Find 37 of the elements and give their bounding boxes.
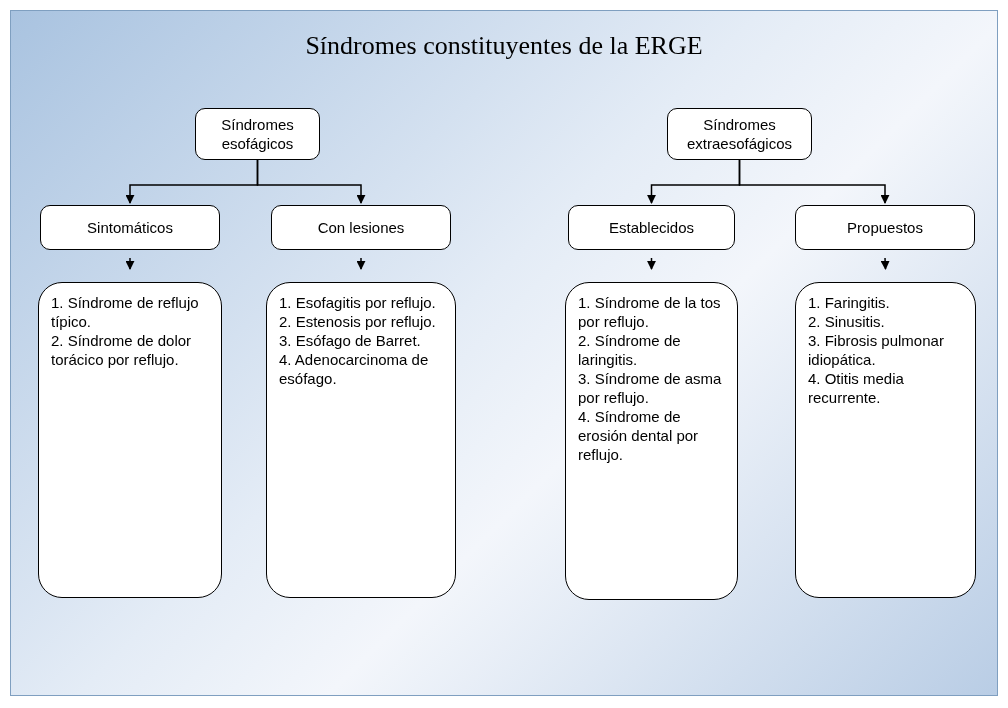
list-item: 1. Síndrome de la tos por reflujo. bbox=[578, 293, 722, 331]
list-box bbox=[266, 282, 456, 598]
category-box bbox=[795, 205, 975, 250]
list-item: 1. Esofagitis por reflujo. bbox=[279, 293, 436, 312]
box-label: Sintomáticos bbox=[87, 218, 173, 237]
list-item: 4. Otitis media recurrente. bbox=[808, 369, 905, 407]
list-item: 3. Fibrosis pulmonar idiopática. bbox=[808, 331, 945, 369]
list-item: 1. Síndrome de reflujo típico. bbox=[51, 293, 200, 331]
list-box bbox=[565, 282, 738, 600]
list-item: 2. Sinusitis. bbox=[808, 312, 885, 331]
category-box bbox=[271, 205, 451, 250]
category-box bbox=[568, 205, 735, 250]
list-box bbox=[38, 282, 222, 598]
box-label: Propuestos bbox=[847, 218, 923, 237]
list-item: 3. Síndrome de asma por reflujo. bbox=[578, 369, 723, 407]
category-box bbox=[667, 108, 812, 160]
box-label: Establecidos bbox=[608, 218, 695, 237]
list-item: 4. Síndrome de erosión dental por reflujo. bbox=[578, 407, 700, 464]
arrow bbox=[125, 257, 135, 270]
box-label: Síndromes extraesofágicos bbox=[685, 115, 794, 153]
diagram-title: Síndromes constituyentes de la ERGE bbox=[304, 30, 704, 62]
arrow bbox=[356, 257, 366, 270]
category-box bbox=[40, 205, 220, 250]
list-item: 3. Esófago de Barret. bbox=[279, 331, 421, 350]
list-item: 2. Estenosis por reflujo. bbox=[279, 312, 436, 331]
box-label: Síndromes esofágicos bbox=[220, 115, 295, 153]
list-item: 4. Adenocarcinoma de esófago. bbox=[279, 350, 430, 388]
list-box bbox=[795, 282, 976, 598]
arrow bbox=[256, 159, 366, 204]
box-label: Con lesiones bbox=[317, 218, 405, 237]
arrow bbox=[738, 159, 890, 204]
list-item: 2. Síndrome de dolor torácico por reflujo. bbox=[51, 331, 193, 369]
list-item: 1. Faringitis. bbox=[808, 293, 890, 312]
list-item: 2. Síndrome de laringitis. bbox=[578, 331, 682, 369]
category-box bbox=[195, 108, 320, 160]
arrow bbox=[880, 257, 890, 270]
arrow bbox=[647, 257, 656, 270]
